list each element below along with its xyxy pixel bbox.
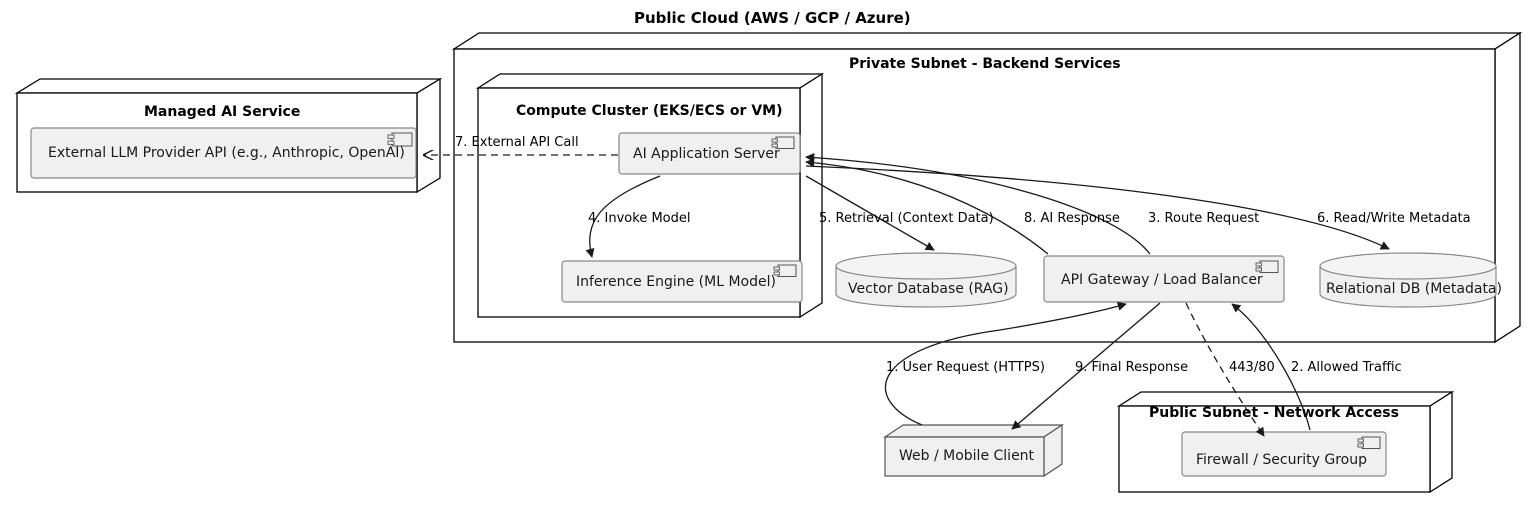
- container-title-public-subnet: Public Subnet - Network Access: [1149, 405, 1399, 421]
- component-label-api-gateway: API Gateway / Load Balancer: [1061, 272, 1263, 288]
- component-icon: [771, 136, 795, 149]
- component-external-llm[interactable]: [30, 127, 417, 179]
- edge-user-request: [884, 301, 1127, 426]
- component-api-gateway[interactable]: [1043, 255, 1285, 303]
- edge-label-read-write-metadata: 6. Read/Write Metadata: [1317, 211, 1471, 226]
- edge-label-invoke-model: 4. Invoke Model: [588, 211, 691, 226]
- edge-label-retrieval: 5. Retrieval (Context Data): [819, 211, 994, 226]
- edge-allowed-traffic: [1231, 303, 1311, 431]
- component-label-ai-app-server: AI Application Server: [633, 146, 780, 162]
- edge-label-user-request: 1. User Request (HTTPS): [886, 360, 1045, 375]
- database-label-relational-db: Relational DB (Metadata): [1326, 281, 1502, 297]
- diagram-title: Public Cloud (AWS / GCP / Azure): [634, 9, 911, 27]
- edge-invoke-model: [585, 175, 661, 258]
- component-icon: [387, 132, 413, 147]
- component-ai-app-server[interactable]: [618, 132, 801, 175]
- component-icon: [1255, 260, 1279, 273]
- edge-label-external-api-call: 7. External API Call: [455, 135, 579, 150]
- edge-label-allowed-traffic: 2. Allowed Traffic: [1291, 360, 1402, 375]
- database-label-vector-db: Vector Database (RAG): [848, 281, 1009, 297]
- edge-label-ai-response: 8. AI Response: [1024, 211, 1120, 226]
- edge-label-final-response: 9. Final Response: [1075, 360, 1189, 375]
- container-title-private-subnet: Private Subnet - Backend Services: [849, 56, 1121, 72]
- component-icon: [1357, 436, 1381, 449]
- container-compute-cluster: [475, 72, 825, 319]
- component-label-inference-engine: Inference Engine (ML Model): [576, 274, 776, 290]
- component-inference-engine[interactable]: [561, 260, 803, 303]
- edge-final-response: [1011, 302, 1161, 430]
- database-relational-db[interactable]: [1319, 252, 1497, 308]
- database-vector-db[interactable]: [835, 252, 1017, 308]
- edge-retrieval-context-data: [805, 175, 935, 251]
- node-label-web-client: Web / Mobile Client: [899, 448, 1035, 464]
- container-title-compute-cluster: Compute Cluster (EKS/ECS or VM): [516, 103, 783, 119]
- edge-read-write-metadata: [805, 165, 1390, 250]
- edge-label-route-request: 3. Route Request: [1148, 211, 1260, 226]
- container-title-managed-ai-service: Managed AI Service: [144, 104, 301, 120]
- component-label-firewall: Firewall / Security Group: [1196, 452, 1367, 468]
- component-label-external-llm: External LLM Provider API (e.g., Anthrop…: [48, 145, 405, 161]
- component-icon: [773, 264, 797, 277]
- component-firewall[interactable]: [1181, 431, 1387, 477]
- edge-ai-response: [805, 158, 1049, 255]
- edge-label-443-80: 443/80: [1229, 360, 1275, 375]
- edge-443-80: [1185, 302, 1265, 437]
- edge-route-request: [805, 153, 1151, 255]
